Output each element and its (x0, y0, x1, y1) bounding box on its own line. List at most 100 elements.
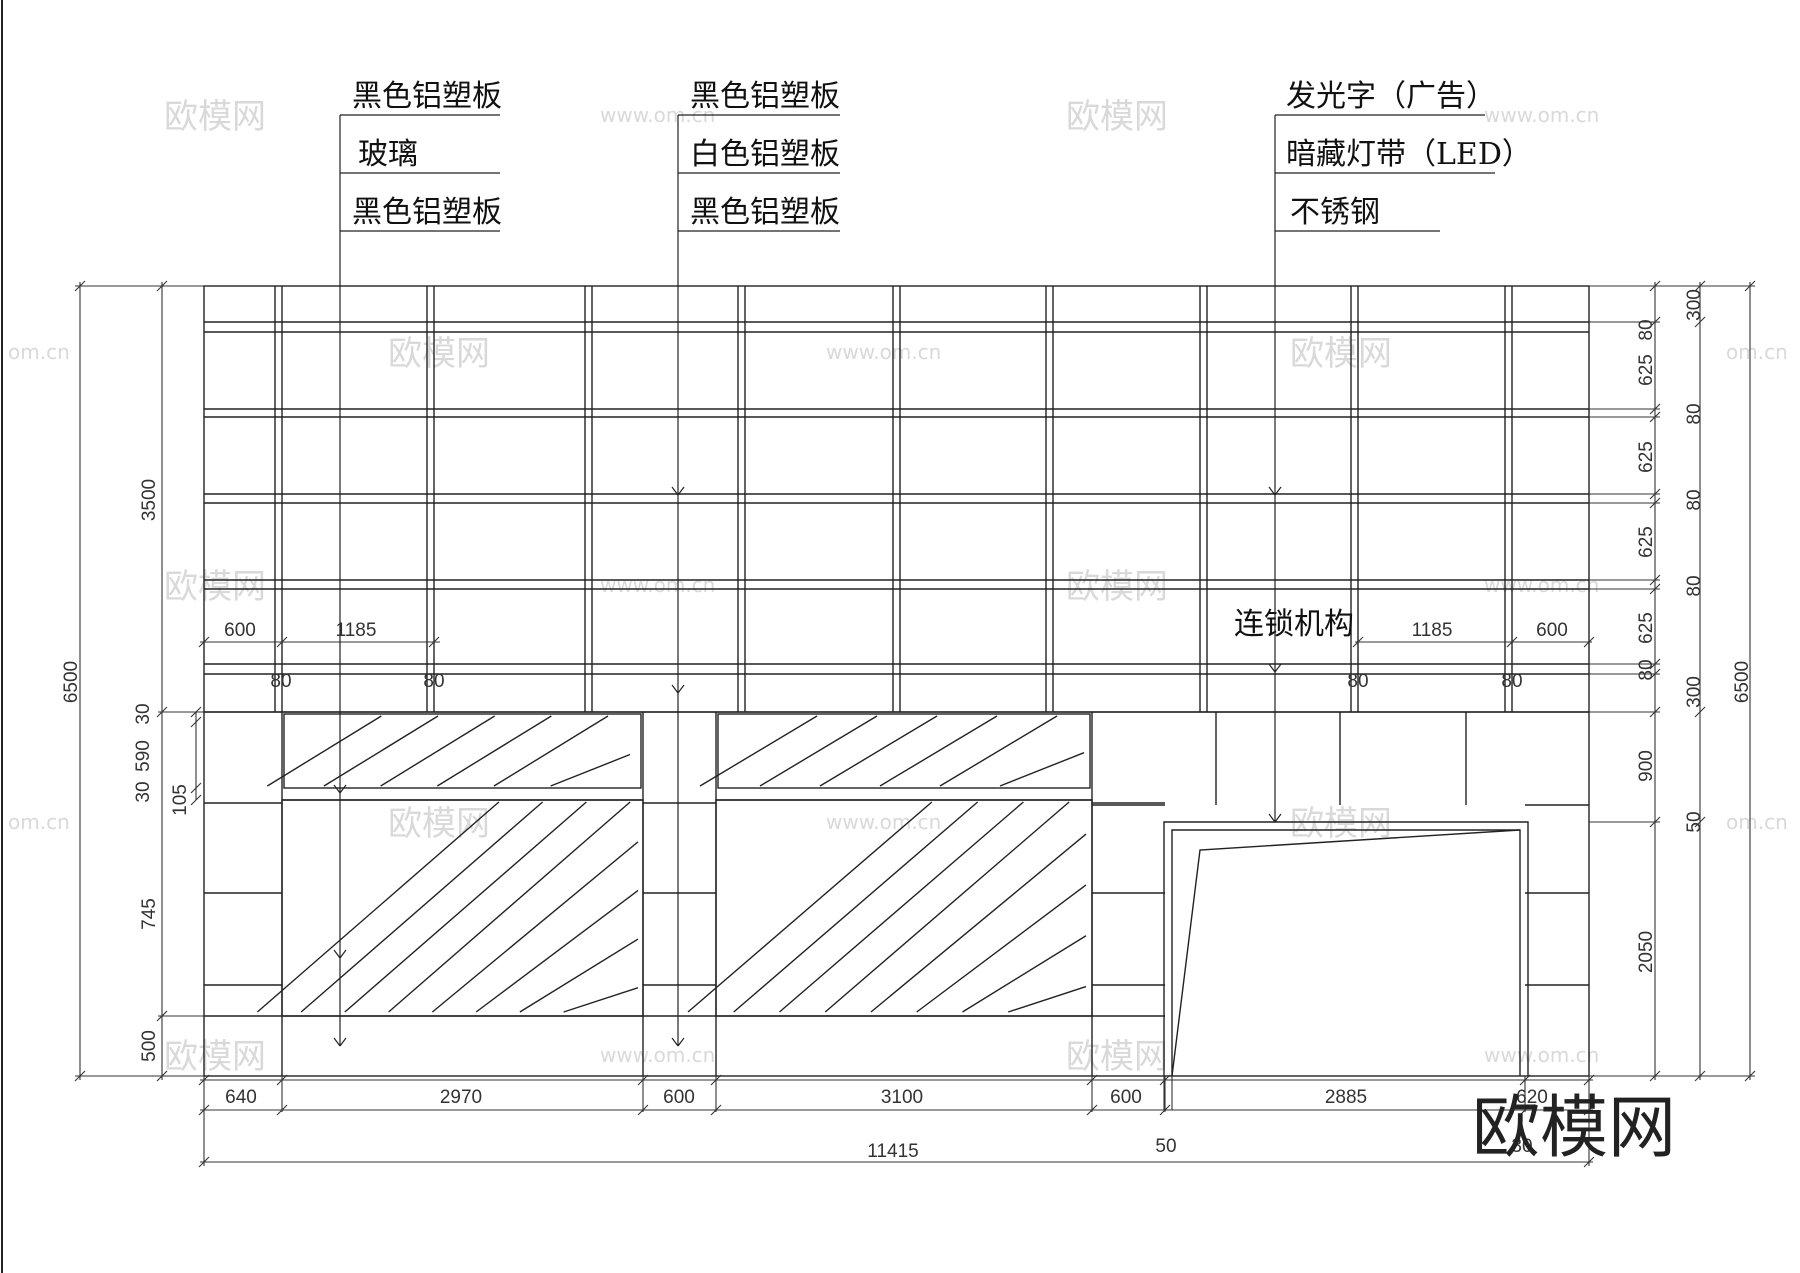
dim-right-4: 80 (1684, 403, 1705, 424)
dim-tick (1159, 1074, 1171, 1086)
dim-right-7: 625 (1636, 526, 1657, 558)
glass-hatch (388, 801, 631, 1013)
dim-mullion-left-2: 80 (423, 671, 444, 692)
leader-arrow (671, 1037, 679, 1047)
leader-arrow (339, 784, 347, 794)
glass-hatch (300, 801, 544, 1013)
dim-upper-right-1: 1185 (1412, 620, 1453, 641)
watermark-site: www.om.cn (600, 1043, 715, 1067)
leader-arrow (677, 1037, 685, 1047)
dim-left-mid-1: 30 (133, 703, 154, 724)
watermark-brand: 欧模网 (388, 334, 490, 374)
watermark-site: www.om.cn (1484, 573, 1599, 597)
callout-mechanism: 连锁机构 (1234, 607, 1354, 642)
dim-left-mid-3: 30 (133, 781, 154, 802)
dim-tick (710, 1074, 722, 1086)
callout-middle-2: 白色铝塑板 (690, 137, 840, 172)
leader-arrow (1268, 486, 1276, 496)
watermark-site-partial: om.cn (8, 810, 70, 834)
watermark-site: www.om.cn (1484, 1043, 1599, 1067)
dim-left-lower-1: 745 (139, 898, 160, 930)
glass-hatch (563, 987, 639, 1013)
callout-right-1: 发光字（广告） (1286, 79, 1496, 114)
glass-hatch (699, 715, 818, 787)
dim-bottom-total: 11415 (867, 1141, 918, 1162)
dim-tick (190, 794, 202, 806)
storefront-lower (203, 711, 1590, 1077)
glass-hatch (687, 801, 933, 1013)
callout-leaders (333, 114, 1495, 1047)
callout-middle-1: 黑色铝塑板 (690, 79, 840, 114)
watermark-brand: 欧模网 (1066, 1037, 1168, 1077)
dim-tick (198, 1104, 210, 1116)
dim-right-10: 80 (1636, 659, 1657, 680)
dim-bottom-gap: 50 (1155, 1136, 1176, 1157)
dim-tick (1506, 636, 1518, 648)
glass-hatch (916, 884, 1087, 1013)
dim-upper-right-2: 600 (1536, 620, 1568, 641)
watermark-site: www.om.cn (826, 810, 941, 834)
dim-tick (1352, 636, 1364, 648)
dim-tick (198, 1074, 210, 1086)
dim-mullion-left-1: 80 (270, 671, 291, 692)
glass-hatch (879, 715, 998, 787)
dim-bottom-6: 2885 (1325, 1087, 1367, 1108)
dim-tick (1086, 1104, 1098, 1116)
dim-bottom-7: 620 (1516, 1087, 1548, 1108)
watermark-site-partial: om.cn (8, 340, 70, 364)
dim-mullion-right-1: 80 (1347, 671, 1368, 692)
dim-bottom-2: 2970 (440, 1087, 482, 1108)
dim-tick (1159, 1104, 1171, 1116)
glass-hatch (939, 715, 1058, 787)
dim-right-14: 2050 (1636, 931, 1657, 973)
dim-bottom-3: 600 (663, 1087, 695, 1108)
dim-tick (428, 636, 440, 648)
callout-middle-3: 黑色铝塑板 (690, 195, 840, 230)
glass-hatch (759, 715, 878, 787)
glass-hatch (380, 715, 496, 787)
dim-left-upper: 3500 (139, 479, 160, 521)
dimension-lines (74, 280, 1756, 1168)
door-leaf (1171, 829, 1521, 1077)
watermark-brand: 欧模网 (1066, 567, 1168, 607)
brand-watermark: 欧模网 (1472, 1089, 1676, 1168)
callout-left-1: 黑色铝塑板 (352, 79, 502, 114)
dim-left-total: 6500 (61, 661, 82, 703)
dim-tick (1519, 1104, 1531, 1116)
dim-tick (190, 782, 202, 794)
glass-hatch (1008, 985, 1087, 1013)
dim-tick (276, 636, 288, 648)
leader-arrow (1274, 663, 1282, 673)
glass-hatch (493, 715, 609, 787)
callout-right-2: 暗藏灯带（LED） (1286, 137, 1532, 172)
leader-arrow (1274, 813, 1282, 823)
leader-arrow (677, 684, 685, 694)
dim-left-mid-4: 105 (170, 784, 191, 816)
dim-tick (637, 1074, 649, 1086)
dim-tick (1694, 316, 1706, 328)
glass-hatch (733, 801, 979, 1013)
glass-hatch (436, 715, 552, 787)
leader-arrow (671, 684, 679, 694)
glass-hatch (870, 833, 1087, 1013)
leader-arrow (333, 784, 341, 794)
glass-hatch (475, 889, 639, 1013)
dim-tick (1583, 636, 1595, 648)
glass-hatch (256, 801, 500, 1013)
dim-tick (1694, 816, 1706, 828)
watermark-brand: 欧模网 (1066, 97, 1168, 137)
glass-hatch (779, 801, 1024, 1013)
glass-hatch (323, 715, 439, 787)
watermark-brand: 欧模网 (1290, 334, 1392, 374)
leader-arrow (1274, 486, 1282, 496)
storefront-outline (203, 711, 1590, 1077)
leader-arrow (333, 1037, 341, 1047)
glass-hatch (962, 935, 1087, 1013)
dim-right-8: 80 (1684, 575, 1705, 596)
dim-tick (1694, 706, 1706, 718)
leader-arrow (1268, 813, 1276, 823)
dim-tick (190, 716, 202, 728)
dim-tick (198, 636, 210, 648)
